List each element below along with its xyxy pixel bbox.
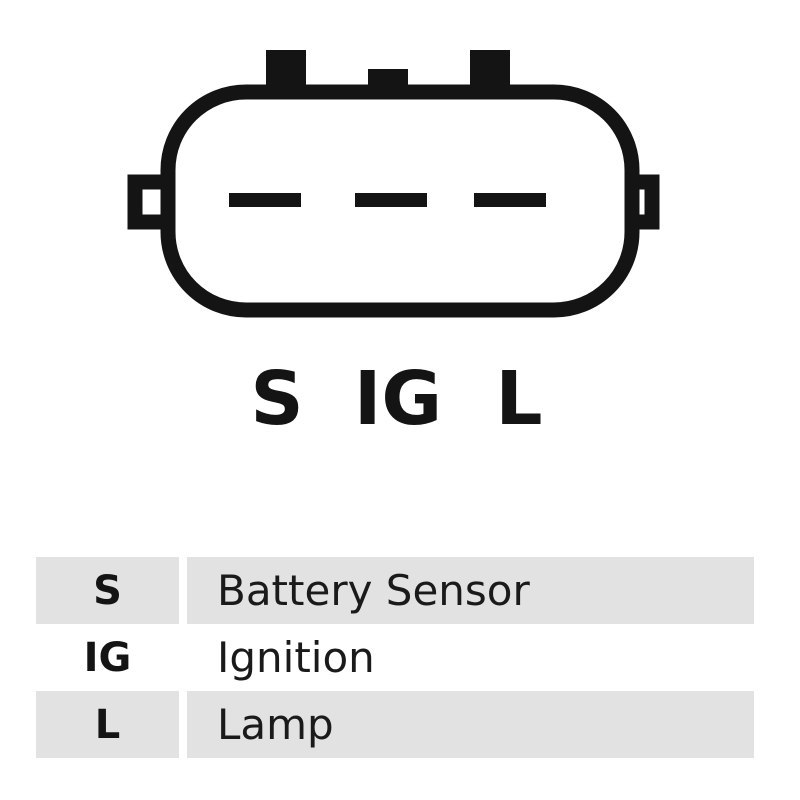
pin-description-cell: Lamp [187,691,754,758]
pin-code-cell: IG [83,634,132,681]
side-ear-right [632,174,660,230]
terminal-blade-s [229,193,301,207]
pin-label-ig: IG [353,356,443,442]
table-row: S Battery Sensor [36,557,754,624]
pin-description-cell: Battery Sensor [187,557,754,624]
pin-code-cell: S [36,557,179,624]
side-ear-left [127,174,168,230]
pin-legend-table: S Battery Sensor IG Ignition L Lamp [36,557,754,758]
pin-description-cell: Ignition [217,633,375,682]
terminal-blade-l [474,193,546,207]
pin-label-s: S [250,356,304,442]
pin-label-l: L [495,356,543,442]
table-row: L Lamp [36,691,754,758]
pin-code-cell: L [36,691,179,758]
table-row: IG Ignition [36,624,754,691]
terminal-blade-ig [355,193,427,207]
